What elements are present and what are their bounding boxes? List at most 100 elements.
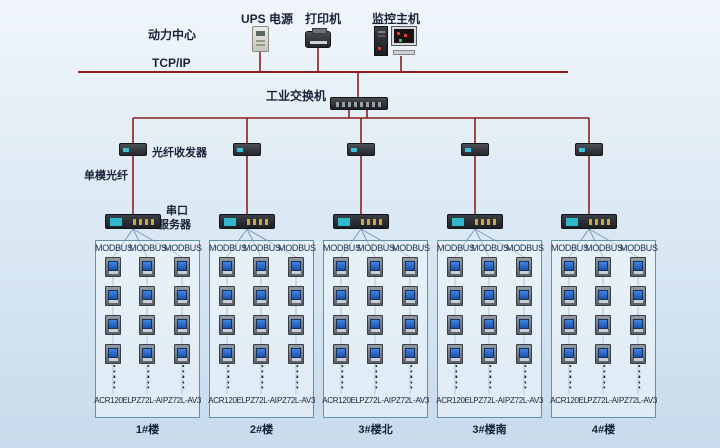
meter-icon: [219, 286, 235, 306]
meter-icon: [630, 315, 646, 335]
meter-icon: [219, 344, 235, 364]
meter-model-label: PZ72L-AV3: [276, 396, 316, 405]
meter-model-label: PZ72L-AI: [473, 396, 505, 405]
meter-icon: [333, 315, 349, 335]
building-caption: 3#楼南: [472, 424, 507, 436]
serial-server-icon: [333, 214, 389, 229]
meter-icon: [139, 315, 155, 335]
site-label: 动力中心: [148, 28, 197, 42]
serial-server-icon: [105, 214, 161, 229]
meter-model-label: PZ72L-AI: [245, 396, 277, 405]
meter-icon: [219, 257, 235, 277]
meter-icon: [447, 344, 463, 364]
meter-icon: [595, 286, 611, 306]
meter-icon: [367, 344, 383, 364]
meter-icon: [333, 344, 349, 364]
column-continues-dots: ⋮ ⋮: [597, 363, 612, 391]
industrial-switch-icon: [330, 97, 388, 110]
meter-icon: [402, 257, 418, 277]
meter-icon: [402, 286, 418, 306]
meter-model-label: ACR120EL: [208, 396, 246, 405]
column-continues-dots: ⋮ ⋮: [369, 363, 384, 391]
meter-icon: [219, 315, 235, 335]
column-continues-dots: ⋮ ⋮: [221, 363, 236, 391]
meter-icon: [447, 286, 463, 306]
fiber-transceiver-icon: [575, 143, 603, 156]
serial-server-icon: [561, 214, 617, 229]
column-continues-dots: ⋮ ⋮: [290, 363, 305, 391]
column-continues-dots: ⋮ ⋮: [449, 363, 464, 391]
column-continues-dots: ⋮ ⋮: [176, 363, 191, 391]
modbus-bus-label: MODBUS: [243, 243, 281, 253]
meter-icon: [561, 344, 577, 364]
monitor-host-label: 监控主机: [372, 12, 421, 26]
serial-server-icon: [219, 214, 275, 229]
meter-icon: [174, 315, 190, 335]
building-caption: 3#楼北: [358, 424, 393, 436]
tcpip-label: TCP/IP: [152, 56, 191, 70]
meter-icon: [253, 344, 269, 364]
fiber-transceiver-icon: [461, 143, 489, 156]
meter-icon: [630, 344, 646, 364]
meter-icon: [447, 257, 463, 277]
meter-icon: [333, 257, 349, 277]
meter-icon: [253, 257, 269, 277]
modbus-bus-label: MODBUS: [471, 243, 509, 253]
meter-icon: [253, 315, 269, 335]
meter-icon: [174, 286, 190, 306]
meter-icon: [481, 257, 497, 277]
modbus-bus-label: MODBUS: [392, 243, 430, 253]
modbus-bus-label: MODBUS: [551, 243, 589, 253]
column-continues-dots: ⋮ ⋮: [563, 363, 578, 391]
modbus-bus-label: MODBUS: [164, 243, 202, 253]
meter-model-label: PZ72L-AV3: [618, 396, 658, 405]
ups-label: UPS 电源: [241, 12, 294, 26]
modbus-bus-label: MODBUS: [437, 243, 475, 253]
serial-server-label-line1: 串口: [166, 205, 188, 217]
modbus-bus-label: MODBUS: [323, 243, 361, 253]
fiber-transceiver-icon: [347, 143, 375, 156]
modbus-bus-label: MODBUS: [209, 243, 247, 253]
building-caption: 2#楼: [249, 424, 274, 436]
monitor-icon: [391, 26, 417, 46]
meter-icon: [367, 257, 383, 277]
meter-icon: [447, 315, 463, 335]
meter-icon: [105, 344, 121, 364]
switch-label: 工业交换机: [266, 89, 327, 103]
meter-icon: [561, 315, 577, 335]
meter-icon: [288, 344, 304, 364]
meter-model-label: ACR120EL: [94, 396, 132, 405]
keyboard-icon: [393, 50, 415, 55]
meter-icon: [481, 315, 497, 335]
meter-model-label: PZ72L-AV3: [504, 396, 544, 405]
meter-icon: [253, 286, 269, 306]
column-continues-dots: ⋮ ⋮: [632, 363, 647, 391]
modbus-bus-label: MODBUS: [95, 243, 133, 253]
column-continues-dots: ⋮ ⋮: [255, 363, 270, 391]
meter-icon: [288, 315, 304, 335]
column-continues-dots: ⋮ ⋮: [404, 363, 419, 391]
meter-icon: [630, 257, 646, 277]
meter-icon: [139, 257, 155, 277]
modbus-bus-label: MODBUS: [506, 243, 544, 253]
meter-model-label: PZ72L-AI: [587, 396, 619, 405]
building-caption: 4#楼: [591, 424, 616, 436]
meter-icon: [105, 257, 121, 277]
meter-model-label: ACR120EL: [550, 396, 588, 405]
modbus-bus-label: MODBUS: [357, 243, 395, 253]
column-continues-dots: ⋮ ⋮: [335, 363, 350, 391]
printer-icon: [305, 28, 331, 48]
meter-icon: [516, 315, 532, 335]
meter-icon: [516, 344, 532, 364]
single-mode-fiber-label: 单模光纤: [84, 170, 128, 182]
meter-model-label: PZ72L-AI: [359, 396, 391, 405]
meter-icon: [595, 257, 611, 277]
fiber-transceiver-label: 光纤收发器: [152, 147, 207, 159]
meter-icon: [288, 286, 304, 306]
modbus-bus-label: MODBUS: [278, 243, 316, 253]
modbus-bus-label: MODBUS: [129, 243, 167, 253]
meter-model-label: PZ72L-AV3: [162, 396, 202, 405]
meter-icon: [481, 286, 497, 306]
